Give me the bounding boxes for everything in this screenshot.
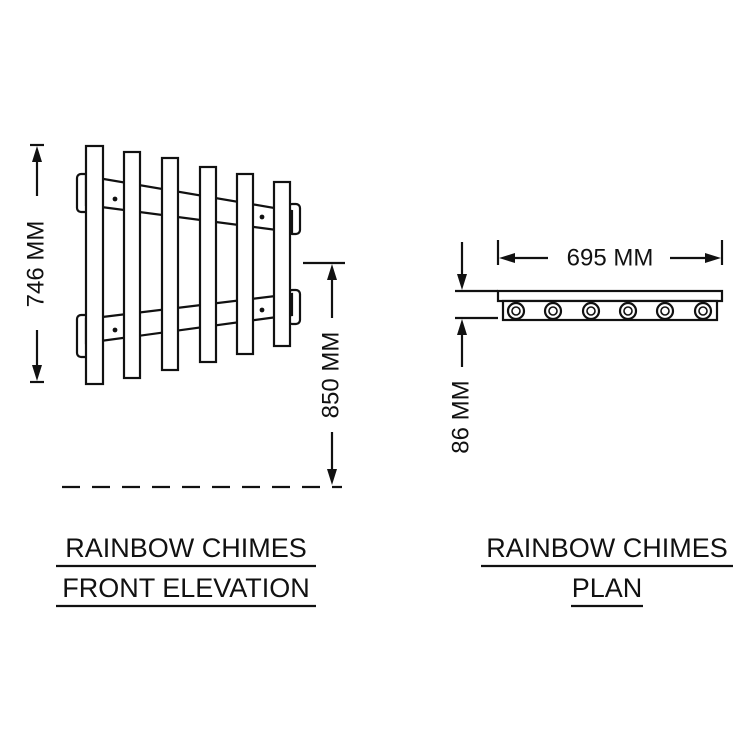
plan-chime-5 bbox=[655, 301, 675, 321]
plan-caption-line1: RAINBOW CHIMES bbox=[486, 533, 728, 563]
plan-base-rail bbox=[501, 299, 719, 322]
bolt-dot-2 bbox=[259, 214, 265, 220]
plan-chime-2 bbox=[543, 301, 563, 321]
chime-bar-6 bbox=[272, 180, 292, 348]
width-dimension bbox=[496, 240, 724, 265]
chime-bar-1 bbox=[84, 144, 105, 386]
chime-bar-3 bbox=[160, 156, 180, 372]
plan-chime-3 bbox=[581, 301, 601, 321]
plan-view: 695 MM 86 MM RAINBOW CHIMES PLAN bbox=[447, 240, 733, 608]
depth-dimension-label: 86 MM bbox=[447, 380, 474, 453]
bolt-dot-3 bbox=[112, 327, 118, 333]
plan-chime-4 bbox=[618, 301, 638, 321]
top-cross-rail bbox=[84, 174, 294, 234]
chime-bar-2 bbox=[122, 150, 142, 380]
front-elevation-view: 746 MM 850 MM RAINBOW CHIMES FRONT ELEVA… bbox=[22, 143, 345, 608]
depth-dimension bbox=[455, 242, 498, 367]
plan-chime-6 bbox=[693, 301, 713, 321]
front-elevation-caption-line1: RAINBOW CHIMES bbox=[65, 533, 307, 563]
bolt-dot-4 bbox=[259, 307, 265, 313]
front-elevation-caption-line2: FRONT ELEVATION bbox=[62, 573, 310, 603]
height-dimension-label: 746 MM bbox=[22, 221, 49, 308]
bolt-dot-1 bbox=[112, 196, 118, 202]
mount-height-dimension bbox=[303, 261, 345, 485]
plan-top-rail bbox=[496, 289, 724, 303]
chime-bar-4 bbox=[198, 165, 218, 364]
chime-bar-5 bbox=[235, 172, 255, 356]
plan-caption-line2: PLAN bbox=[572, 573, 643, 603]
mount-height-dimension-label: 850 MM bbox=[317, 332, 344, 419]
bottom-cross-rail bbox=[84, 292, 294, 345]
width-dimension-label: 695 MM bbox=[567, 244, 654, 271]
plan-chime-1 bbox=[506, 301, 526, 321]
height-dimension bbox=[30, 143, 44, 384]
